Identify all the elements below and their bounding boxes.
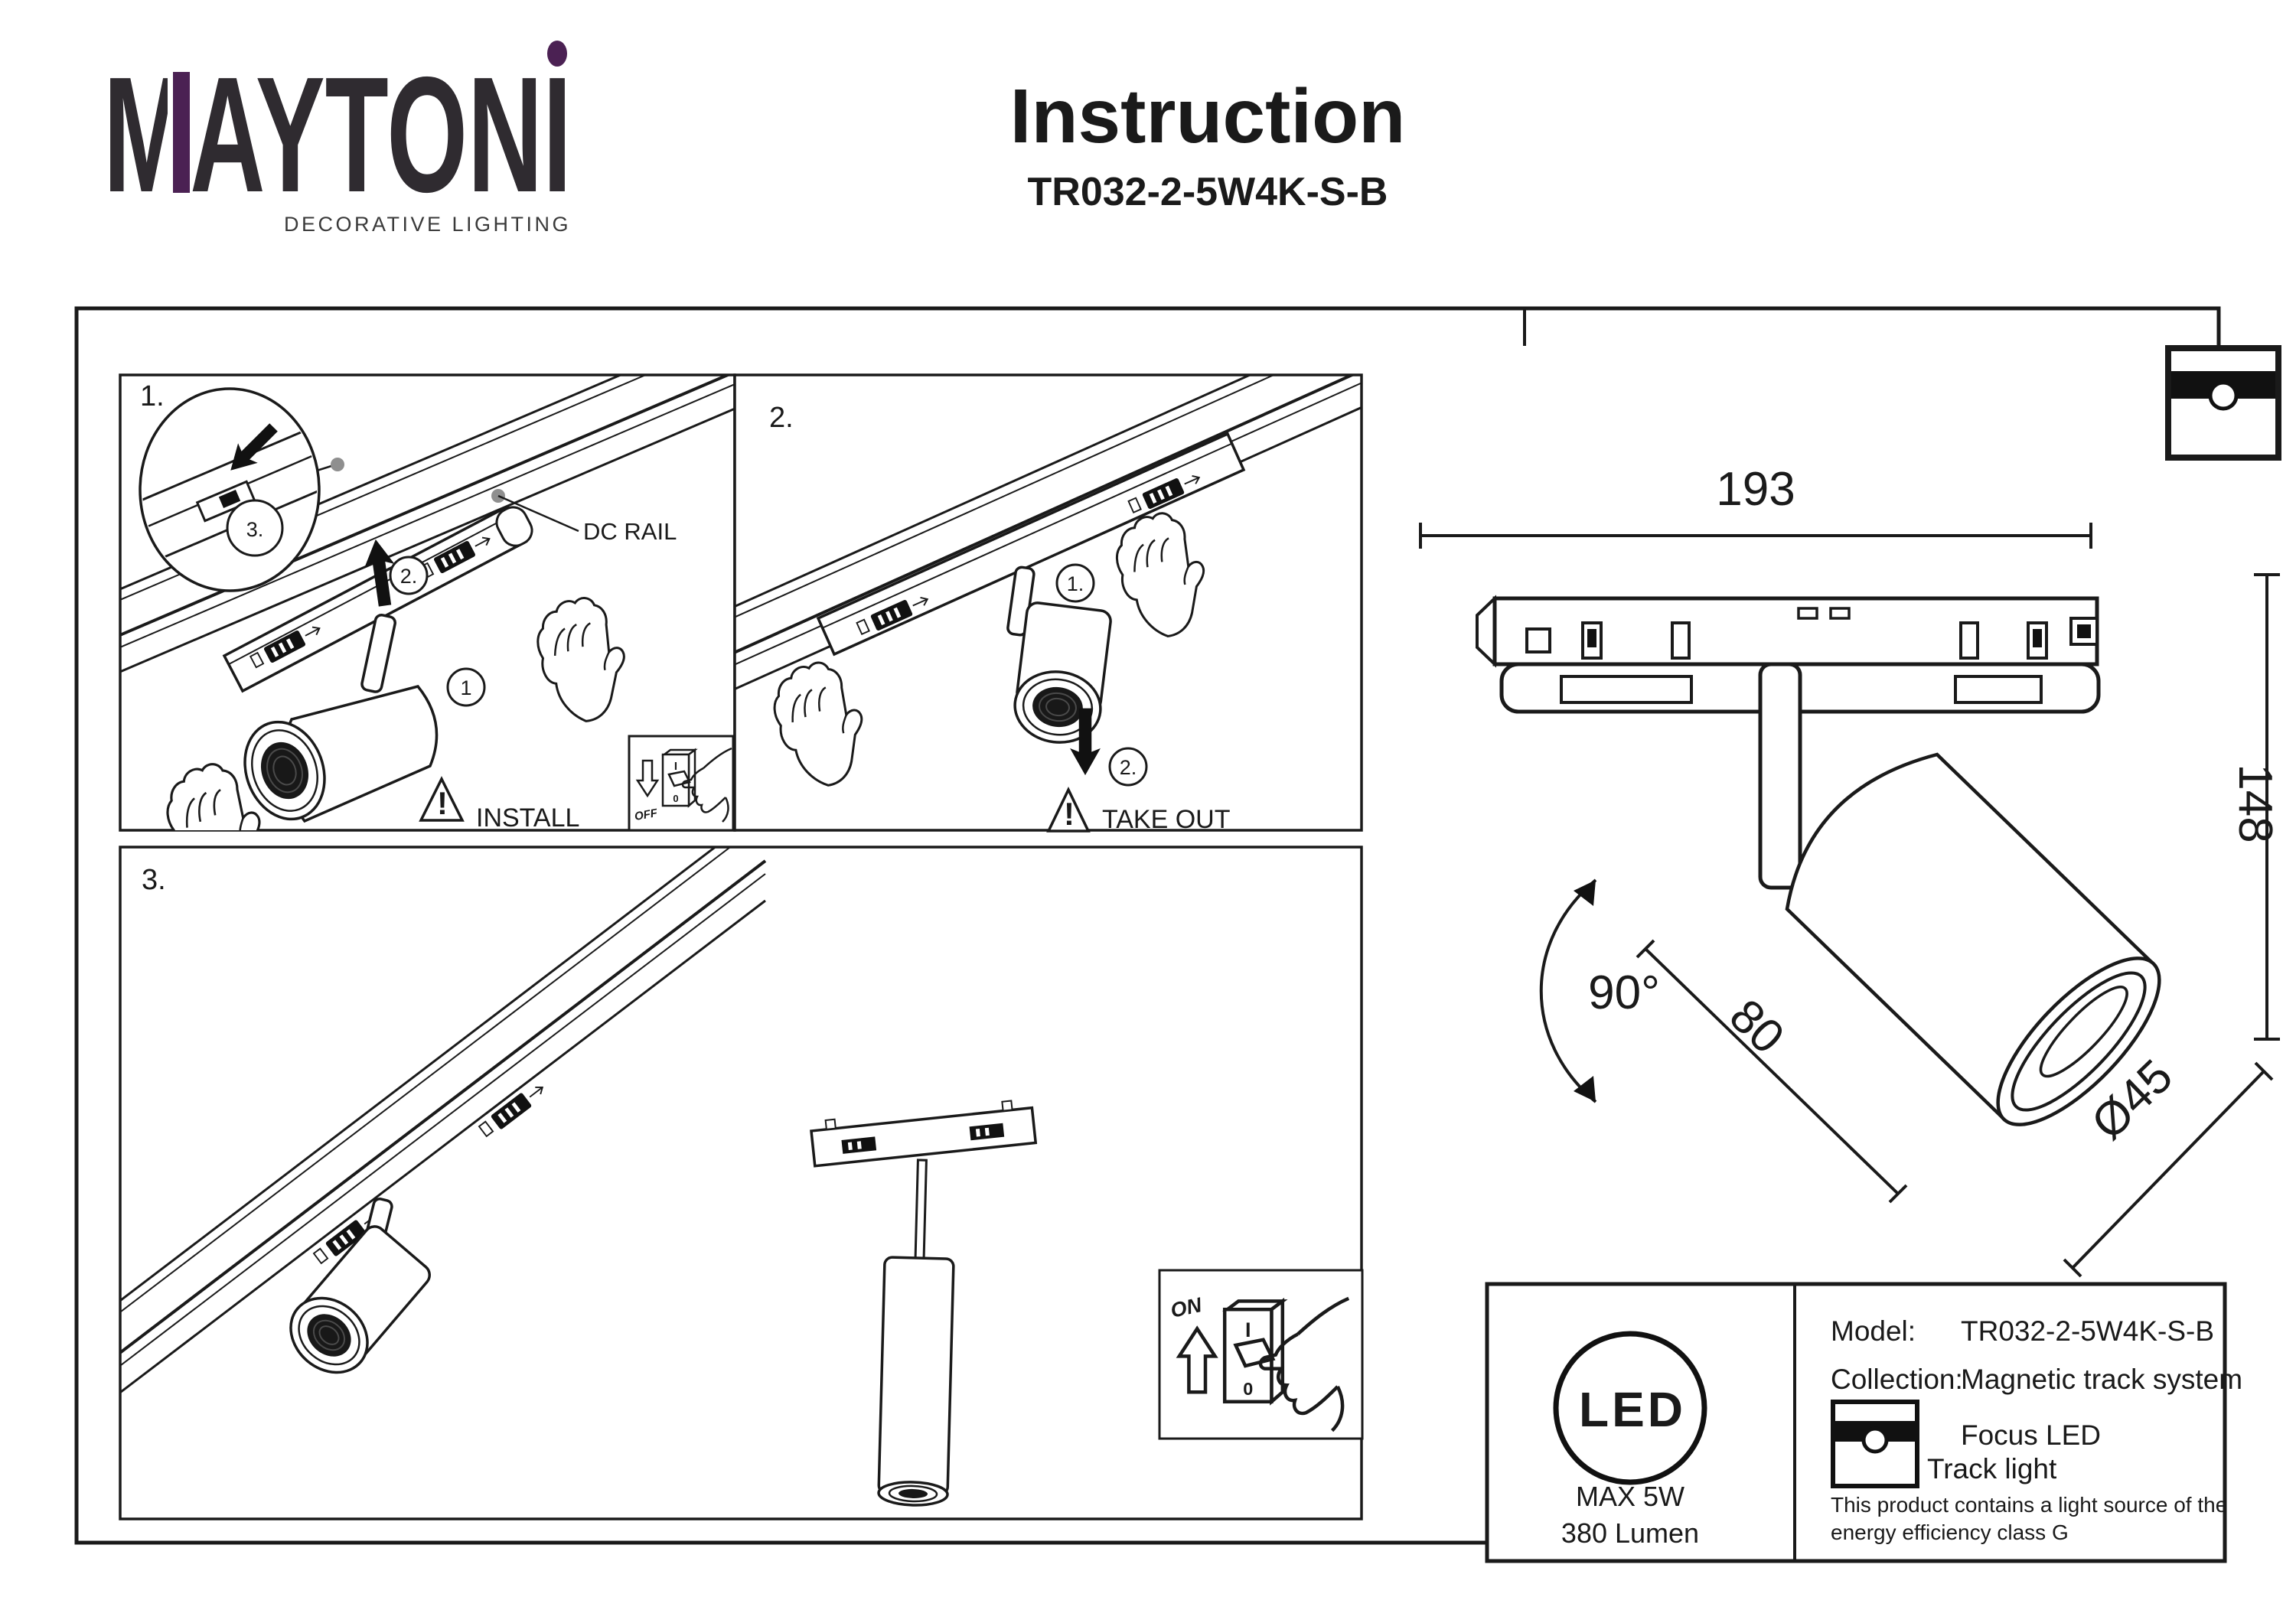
svg-text:2.: 2.: [1120, 756, 1137, 779]
svg-text:90°: 90°: [1588, 966, 1660, 1019]
track-light-icon: [2165, 345, 2281, 461]
svg-text:148: 148: [2229, 764, 2281, 842]
step1-label: 1.: [140, 380, 165, 412]
detail-callout: 3.: [139, 387, 344, 592]
led-badge: LED MAX 5W 380 Lumen: [1553, 1331, 1707, 1549]
spot-head: [1758, 662, 2161, 1126]
track-light-icon-small: [1831, 1400, 1919, 1488]
switch-off-mark: 0: [673, 793, 678, 804]
step2-hold-badge: 1.: [1055, 563, 1095, 603]
step2-pull-badge: 2.: [1108, 747, 1148, 787]
svg-text:193: 193: [1716, 463, 1795, 516]
power-off-inset: I 0 OFF: [628, 735, 735, 832]
detail-step-label: 3.: [246, 518, 264, 541]
spec-box: LED MAX 5W 380 Lumen Model: TR032-2-5W4K…: [1485, 1282, 2242, 1563]
panel-step3: [119, 846, 1363, 1520]
step2-label: 2.: [769, 402, 794, 434]
luminous-flux: 380 Lumen: [1561, 1517, 1699, 1549]
logo-i-dot: [547, 41, 567, 67]
track-fixture-step1: [222, 504, 533, 830]
switch-on-mark: I: [1245, 1318, 1251, 1341]
svg-text:LED: LED: [1579, 1382, 1686, 1437]
page-model: TR032-2-5W4K-S-B: [1028, 170, 1388, 214]
efficiency-note-2: energy efficiency class G: [1831, 1520, 2069, 1544]
spec-details: Model: TR032-2-5W4K-S-B Collection: Magn…: [1831, 1315, 2242, 1544]
dc-rail-label: DC RAIL: [583, 518, 677, 545]
efficiency-note-1: This product contains a light source of …: [1831, 1493, 2227, 1517]
pendant-fixture: [810, 1100, 1038, 1507]
off-label: OFF: [634, 807, 659, 823]
fixture-type-2: Track light: [1927, 1453, 2057, 1484]
mounted-spotlight: [289, 1198, 431, 1374]
svg-text:2.: 2.: [400, 565, 418, 588]
takeout-warning: ! TAKE OUT: [1046, 786, 1231, 834]
step1-hold-badge: 1: [446, 667, 486, 707]
svg-text:80: 80: [1720, 989, 1795, 1064]
sheet-frame: [74, 306, 2221, 1545]
svg-text:!: !: [1064, 796, 1075, 832]
max-power: MAX 5W: [1576, 1481, 1684, 1512]
collection-label: Collection:: [1831, 1364, 1963, 1395]
dimension-drawing: 193: [1419, 463, 2281, 1278]
model-value: TR032-2-5W4K-S-B: [1961, 1315, 2214, 1347]
model-label: Model:: [1831, 1315, 1916, 1347]
brand-logo: MAYTONI DECORATIVE LIGHTING: [103, 41, 572, 236]
collection-value: Magnetic track system: [1961, 1364, 2242, 1395]
step3-label: 3.: [142, 864, 166, 896]
brand-tagline: DECORATIVE LIGHTING: [284, 213, 571, 236]
power-on-inset: I 0 ON: [1158, 1269, 1364, 1440]
switch-off-mark: 0: [1243, 1379, 1253, 1399]
dc-rail-step3: [120, 847, 767, 1394]
logo-m-gap: [168, 70, 173, 194]
page-title: Instruction: [1010, 73, 1406, 159]
dim-height: 148: [2229, 573, 2281, 1041]
logo-m-accent-stroke: [173, 72, 190, 193]
svg-text:1: 1: [460, 676, 471, 699]
svg-text:!: !: [437, 785, 448, 821]
fixture-type-1: Focus LED: [1961, 1419, 2101, 1451]
takeout-label: TAKE OUT: [1102, 805, 1231, 834]
hand-icon: [681, 747, 732, 823]
svg-text:1.: 1.: [1067, 572, 1084, 595]
step1-lift-badge: 2.: [389, 556, 429, 595]
dim-track-length: 193: [1419, 463, 2092, 549]
switch-on-mark: I: [674, 760, 677, 773]
hand-icon: [1258, 1296, 1350, 1432]
dim-rotation: 90°: [1539, 878, 1660, 1103]
callout-dot: [331, 458, 344, 471]
install-warning: ! INSTALL: [419, 776, 579, 833]
install-label: INSTALL: [476, 803, 579, 833]
